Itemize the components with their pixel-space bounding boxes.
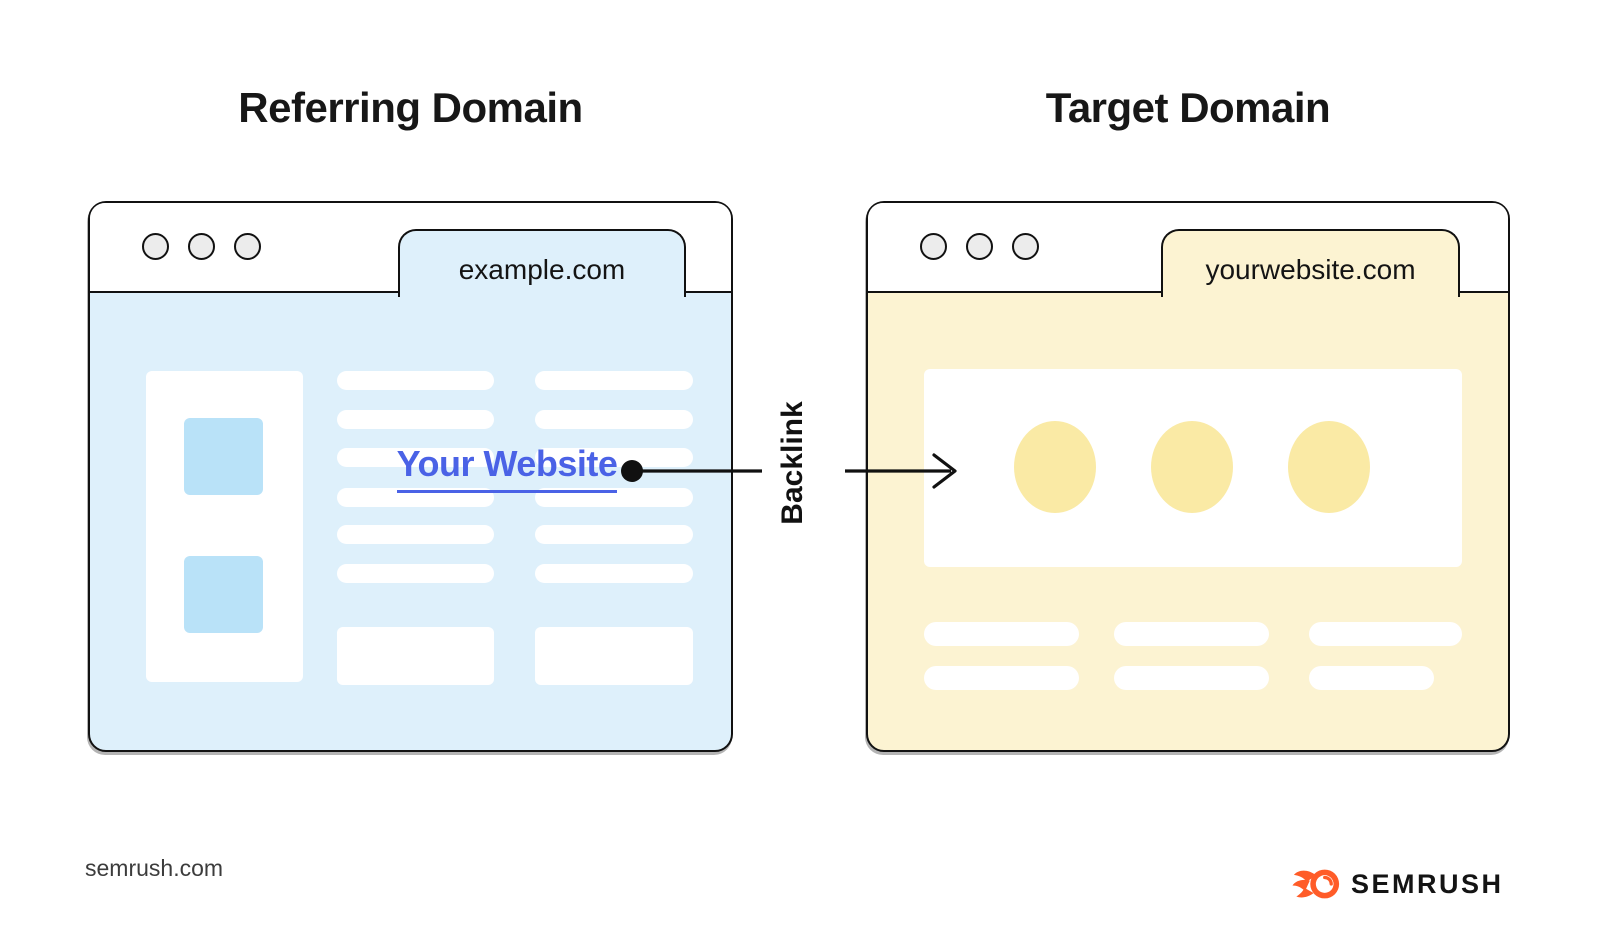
placeholder-bar (337, 371, 494, 390)
traffic-light-icon (966, 233, 993, 260)
placeholder-bar (535, 525, 693, 544)
placeholder-bar (337, 448, 494, 467)
brand-wordmark: SEMRUSH (1351, 868, 1504, 899)
your-website-link[interactable]: Your Website (396, 443, 618, 493)
semrush-logo: SEMRUSH (1292, 866, 1504, 902)
tab-label: example.com (458, 254, 626, 285)
traffic-light-icon (234, 233, 261, 260)
backlink-anchor-wrap: Your Website (347, 443, 667, 493)
semrush-logo-icon (1292, 869, 1340, 899)
placeholder-square (184, 556, 263, 633)
placeholder-hero-panel (924, 369, 1462, 567)
placeholder-bar (535, 410, 693, 429)
placeholder-bar (924, 622, 1079, 646)
placeholder-bar (1309, 622, 1462, 646)
target-domain-window: yourwebsite.com (866, 201, 1510, 752)
placeholder-circle (1014, 421, 1096, 513)
placeholder-block (337, 627, 494, 685)
placeholder-sidebar (146, 371, 303, 682)
browser-tab-example: example.com (398, 229, 686, 297)
placeholder-bar (1114, 666, 1269, 690)
referring-domain-window: example.com Your Website (88, 201, 733, 752)
tab-label: yourwebsite.com (1205, 254, 1416, 285)
placeholder-bar (535, 564, 693, 583)
placeholder-bar (535, 371, 693, 390)
placeholder-bar (337, 564, 494, 583)
placeholder-bar (1114, 622, 1269, 646)
placeholder-bar (1309, 666, 1434, 690)
backlink-label: Backlink (776, 401, 809, 525)
placeholder-bar (924, 666, 1079, 690)
placeholder-bar (337, 525, 494, 544)
source-url: semrush.com (85, 855, 224, 881)
traffic-light-icon (1012, 233, 1039, 260)
browser-tab-yourwebsite: yourwebsite.com (1161, 229, 1460, 297)
placeholder-square (184, 418, 263, 495)
placeholder-bar (535, 448, 693, 467)
placeholder-circle (1151, 421, 1233, 513)
target-domain-title: Target Domain (1045, 84, 1331, 131)
referring-domain-title: Referring Domain (238, 84, 583, 131)
traffic-light-icon (188, 233, 215, 260)
placeholder-circle (1288, 421, 1370, 513)
placeholder-bar (337, 410, 494, 429)
traffic-light-icon (142, 233, 169, 260)
placeholder-block (535, 627, 693, 685)
traffic-light-icon (920, 233, 947, 260)
